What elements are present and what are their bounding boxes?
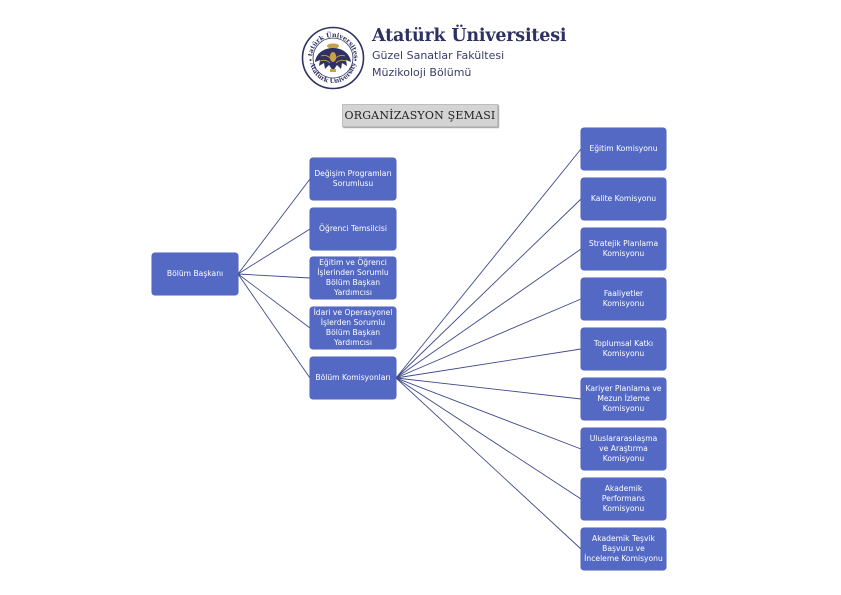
node-label: Öğrenci Temsilcisi — [319, 224, 387, 234]
department-name: Müzikoloji Bölümü — [372, 66, 472, 79]
node-label: Kariyer Planlama ve Mezun İzleme Komisyo… — [585, 384, 662, 413]
node-label: Akademik Teşvik Başvuru ve İnceleme Komi… — [584, 534, 663, 563]
node-kariyer-planlama-mezun-izleme-komisyonu: Kariyer Planlama ve Mezun İzleme Komisyo… — [581, 378, 666, 420]
node-ogrenci-temsilcisi: Öğrenci Temsilcisi — [310, 208, 396, 250]
node-label: Toplumsal Katkı Komisyonu — [593, 339, 654, 358]
header-logo-block: Atatürk Üniversitesi Atatürk University … — [296, 22, 567, 94]
node-label: Stratejik Planlama Komisyonu — [588, 239, 659, 258]
node-label: Değişim Programları Sorumlusu — [314, 169, 392, 188]
node-stratejik-planlama-komisyonu: Stratejik Planlama Komisyonu — [581, 228, 666, 270]
node-uluslararasilasma-arastirma-komisyonu: Uluslararasılaşma ve Araştırma Komisyonu — [581, 428, 666, 470]
connector-commissions-to-item-0 — [395, 148, 582, 379]
node-label: Eğitim Komisyonu — [589, 144, 658, 154]
node-label: Faaliyetler Komisyonu — [602, 289, 645, 308]
eagle-emblem-icon — [315, 43, 351, 72]
connector-commissions-to-item-3 — [395, 298, 582, 379]
node-akademik-performans-komisyonu: Akademik Performans Komisyonu — [581, 478, 666, 520]
node-toplumsal-katki-komisyonu: Toplumsal Katkı Komisyonu — [581, 328, 666, 370]
node-egitim-ogrenci-isleri-baskan-yardimcisi: Eğitim ve Öğrenci İşlerinden Sorumlu Böl… — [310, 257, 396, 299]
node-label: İdari ve Operasyonel İşlerden Sorumlu Bö… — [313, 308, 393, 347]
connector-root-to-level1-1 — [237, 228, 311, 275]
university-seal-icon: Atatürk Üniversitesi Atatürk University — [301, 26, 365, 90]
node-akademik-tesvik-basvuru-inceleme-komisyonu: Akademik Teşvik Başvuru ve İnceleme Komi… — [581, 528, 666, 570]
node-degisim-programlari-sorumlusu: Değişim Programları Sorumlusu — [310, 158, 396, 200]
connector-commissions-to-item-2 — [395, 248, 582, 379]
node-faaliyetler-komisyonu: Faaliyetler Komisyonu — [581, 278, 666, 320]
node-bolum-baskani: Bölüm Başkanı — [152, 253, 238, 295]
node-egitim-komisyonu: Eğitim Komisyonu — [581, 128, 666, 170]
connector-commissions-to-item-8 — [395, 377, 582, 550]
node-label: Uluslararasılaşma ve Araştırma Komisyonu — [589, 434, 658, 463]
faculty-name: Güzel Sanatlar Fakültesi — [372, 49, 505, 62]
connector-root-to-level1-4 — [237, 273, 311, 379]
connector-commissions-to-item-1 — [395, 198, 582, 379]
connector-commissions-to-item-7 — [395, 377, 582, 500]
connector-commissions-to-item-5 — [395, 377, 582, 400]
node-idari-operasyonel-baskan-yardimcisi: İdari ve Operasyonel İşlerden Sorumlu Bö… — [310, 307, 396, 349]
university-name: Atatürk Üniversitesi — [372, 26, 567, 46]
node-label: Bölüm Başkanı — [166, 269, 224, 279]
connector-root-to-level1-3 — [237, 273, 311, 329]
node-label: Bölüm Komisyonları — [315, 373, 391, 383]
node-label: Kalite Komisyonu — [590, 194, 657, 204]
connector-commissions-to-item-4 — [395, 348, 582, 379]
connector-root-to-level1-2 — [237, 273, 311, 279]
node-label: Eğitim ve Öğrenci İşlerinden Sorumlu Böl… — [317, 258, 389, 297]
node-bolum-komisyonlari: Bölüm Komisyonları — [310, 357, 396, 399]
connector-root-to-level1-0 — [237, 178, 311, 275]
node-kalite-komisyonu: Kalite Komisyonu — [581, 178, 666, 220]
node-label: Akademik Performans Komisyonu — [601, 484, 646, 513]
connector-commissions-to-item-6 — [395, 377, 582, 450]
chart-title: ORGANİZASYON ŞEMASI — [342, 104, 498, 127]
